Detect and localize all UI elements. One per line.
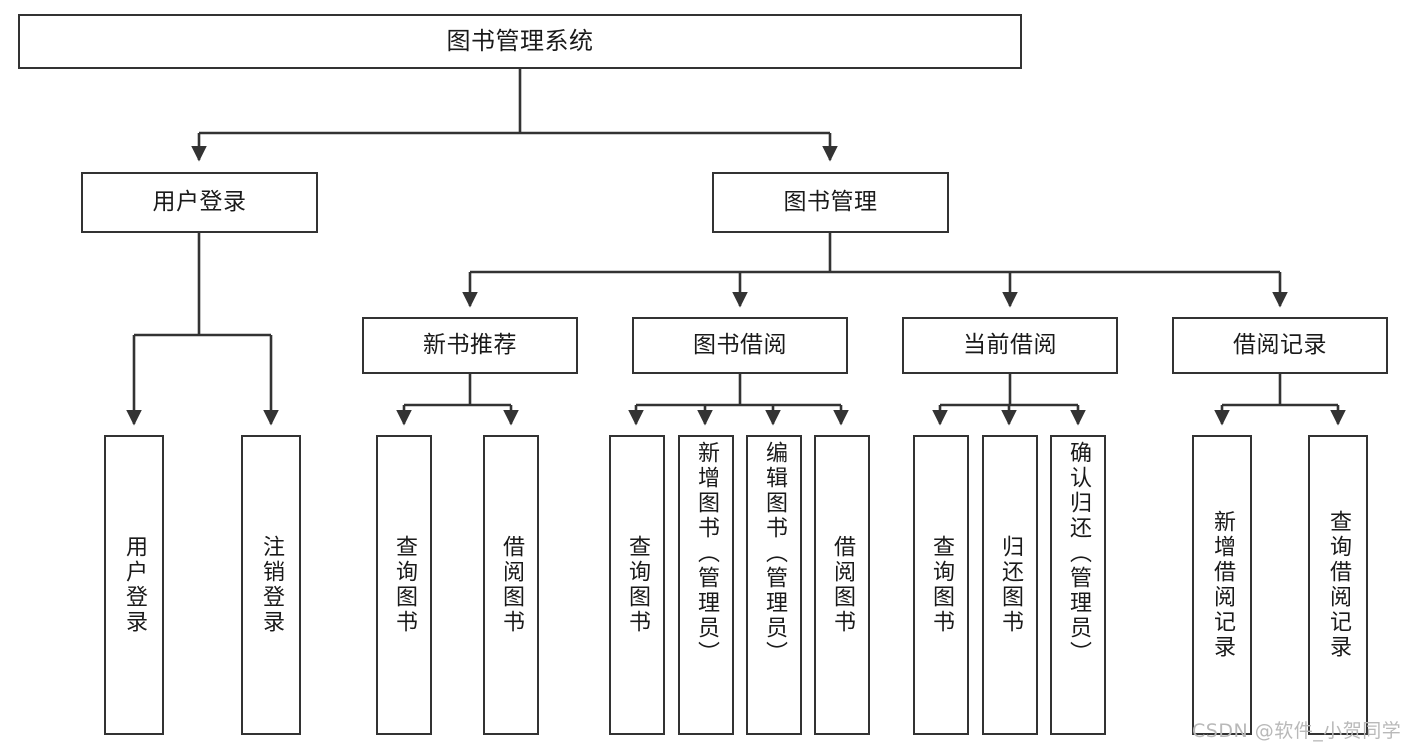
node-borrowing-records[interactable]: 借阅记录: [1172, 317, 1388, 374]
leaf-query-borrowing-record[interactable]: 查询借阅记录: [1308, 435, 1368, 735]
node-current-borrowing[interactable]: 当前借阅: [902, 317, 1118, 374]
node-label: 查询借阅记录: [1326, 510, 1351, 660]
leaf-query-books-recommendation[interactable]: 查询图书: [376, 435, 432, 735]
node-book-borrowing[interactable]: 图书借阅: [632, 317, 848, 374]
node-label: 新增借阅记录: [1210, 510, 1235, 660]
node-label: 编辑图书（管理员）: [762, 441, 787, 666]
leaf-add-borrowing-record[interactable]: 新增借阅记录: [1192, 435, 1252, 735]
node-label: 图书管理: [783, 189, 878, 216]
node-label: 查询图书: [929, 535, 954, 635]
leaf-add-book-admin[interactable]: 新增图书（管理员）: [678, 435, 734, 735]
leaf-user-login[interactable]: 用户登录: [104, 435, 164, 735]
node-label: 用户登录: [122, 535, 147, 635]
node-label: 归还图书: [998, 535, 1023, 635]
node-label: 图书借阅: [693, 332, 787, 359]
leaf-logout[interactable]: 注销登录: [241, 435, 301, 735]
node-label: 注销登录: [259, 535, 284, 635]
node-label: 新书推荐: [423, 332, 517, 359]
leaf-borrow-books-borrowing[interactable]: 借阅图书: [814, 435, 870, 735]
leaf-query-books-current[interactable]: 查询图书: [913, 435, 969, 735]
node-label: 新增图书（管理员）: [694, 441, 719, 666]
node-label: 图书管理系统: [446, 26, 594, 55]
node-user-login[interactable]: 用户登录: [81, 172, 318, 233]
node-label: 借阅记录: [1233, 332, 1327, 359]
leaf-query-books-borrowing[interactable]: 查询图书: [609, 435, 665, 735]
leaf-edit-book-admin[interactable]: 编辑图书（管理员）: [746, 435, 802, 735]
node-root-book-management-system[interactable]: 图书管理系统: [18, 14, 1022, 69]
node-label: 确认归还（管理员）: [1066, 441, 1091, 666]
node-label: 用户登录: [152, 189, 247, 216]
node-label: 查询图书: [392, 535, 417, 635]
node-label: 当前借阅: [963, 332, 1057, 359]
leaf-borrow-books-recommendation[interactable]: 借阅图书: [483, 435, 539, 735]
node-label: 借阅图书: [499, 535, 524, 635]
node-new-book-recommendation[interactable]: 新书推荐: [362, 317, 578, 374]
node-label: 查询图书: [625, 535, 650, 635]
leaf-return-books[interactable]: 归还图书: [982, 435, 1038, 735]
leaf-confirm-return-admin[interactable]: 确认归还（管理员）: [1050, 435, 1106, 735]
node-book-management[interactable]: 图书管理: [712, 172, 949, 233]
csdn-watermark: CSDN @软件_小贺同学: [1192, 720, 1402, 742]
node-label: 借阅图书: [830, 535, 855, 635]
